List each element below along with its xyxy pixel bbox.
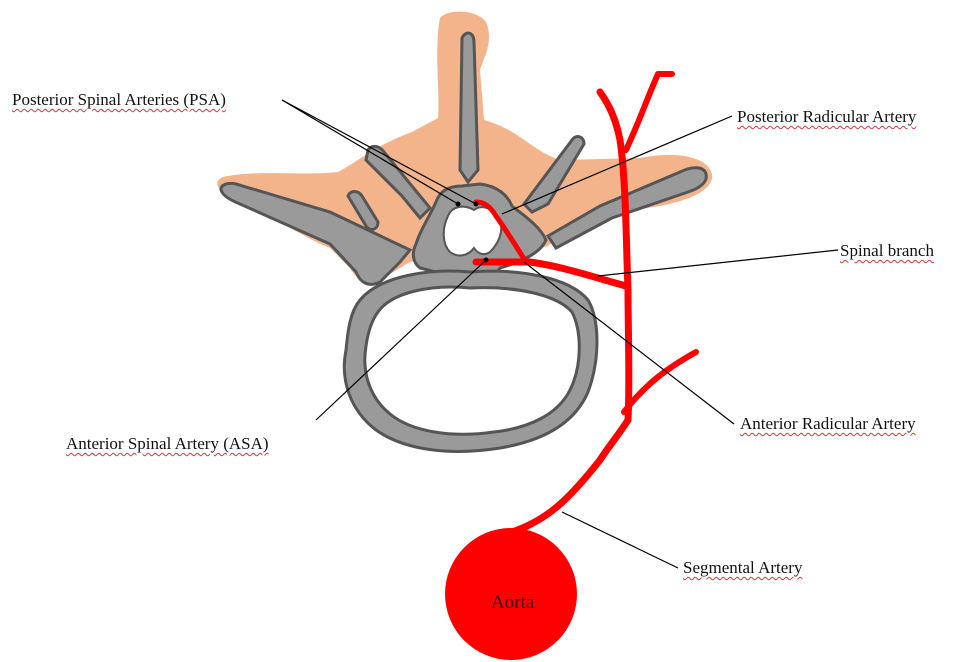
label-segmental-artery: Segmental Artery (683, 558, 802, 578)
label-anterior-spinal-artery: Anterior Spinal Artery (ASA) (66, 434, 269, 454)
label-spinal-branch: Spinal branch (840, 241, 934, 261)
posterior-branch-right (626, 74, 672, 150)
psa-dot-right (474, 202, 479, 207)
psa-dot-left (456, 202, 461, 207)
spinous-process (460, 33, 478, 182)
label-posterior-radicular-artery: Posterior Radicular Artery (737, 107, 916, 127)
lower-branch (624, 352, 696, 412)
label-posterior-spinal-arteries: Posterior Spinal Arteries (PSA) (12, 90, 226, 110)
leader-spinal-branch (598, 250, 838, 276)
radicular-trunk (600, 92, 629, 420)
asa-dot (484, 258, 489, 263)
leader-segmental (562, 512, 678, 568)
label-anterior-radicular-artery: Anterior Radicular Artery (740, 414, 916, 434)
vertebral-body (344, 271, 597, 451)
label-aorta: Aorta (491, 592, 534, 614)
